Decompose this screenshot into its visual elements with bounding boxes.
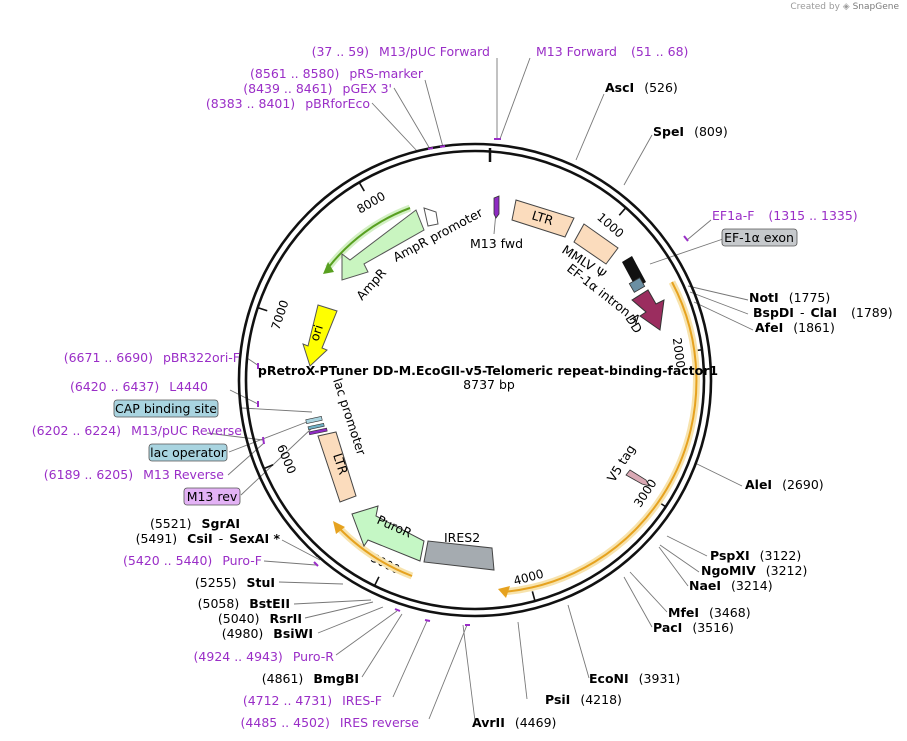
lac-operator-feature[interactable] xyxy=(307,423,325,430)
tick-label: 2000 xyxy=(670,337,688,369)
watermark-brand: SnapGene xyxy=(852,2,899,12)
enzyme-ecoNI[interactable]: EcoNI(3931) xyxy=(589,671,680,686)
orf-halo xyxy=(502,280,700,596)
plasmid-length: 8737 bp xyxy=(463,377,515,392)
m13-rev-feature[interactable] xyxy=(308,427,328,436)
enzyme-psiI[interactable]: PsiI(4218) xyxy=(545,692,622,707)
telomeric-orf-arc xyxy=(502,281,698,593)
snapgene-watermark: Created by ◈ SnapGene xyxy=(790,2,899,12)
enzyme-speI[interactable]: SpeI(809) xyxy=(653,124,728,139)
enzyme-ngoMIV[interactable]: NgoMIV(3212) xyxy=(701,563,807,578)
primer-l4440[interactable]: (6420 .. 6437)L4440 xyxy=(70,379,208,394)
enzyme-naeI[interactable]: NaeI(3214) xyxy=(689,578,773,593)
primer-pbr322ori-f[interactable]: (6671 .. 6690)pBR322ori-F xyxy=(64,350,240,365)
tick-mark xyxy=(618,207,627,216)
m13-fwd-feature[interactable] xyxy=(493,195,500,219)
m13-rev-box[interactable]: M13 rev xyxy=(183,487,241,506)
tick-mark xyxy=(373,576,380,587)
primer-labels: (37 .. 59)M13/pUC Forward M13 Forward(51… xyxy=(32,44,858,730)
puro-orf-arc xyxy=(338,527,413,577)
ef1a-exon-box-label: EF-1α exon xyxy=(724,230,794,245)
primer-m13-puc-forward[interactable]: (37 .. 59)M13/pUC Forward xyxy=(312,44,490,59)
orf-arrowhead-2 xyxy=(333,521,345,534)
backbone-outer-strand xyxy=(237,142,713,618)
primer-prs-marker[interactable]: (8561 .. 8580)pRS-marker xyxy=(250,66,424,81)
enzyme-ascI[interactable]: AscI(526) xyxy=(605,80,678,95)
primer-pbrforeco[interactable]: (8383 .. 8401)pBRforEco xyxy=(206,96,370,111)
cap-site-box-label: CAP binding site xyxy=(115,401,217,416)
ef1a-exon-feature[interactable] xyxy=(628,277,646,293)
ori-feature[interactable] xyxy=(302,304,338,367)
plasmid-name: pRetroX-PTuner DD-M.EcoGII-v5-Telomeric … xyxy=(258,363,718,378)
snapgene-logo-icon: ◈ xyxy=(842,2,850,12)
enzyme-notI[interactable]: NotI(1775) xyxy=(749,290,830,305)
enzyme-pspXI[interactable]: PspXI(3122) xyxy=(710,548,801,563)
puror-feature[interactable] xyxy=(351,505,425,562)
tick-label: 6000 xyxy=(274,442,299,476)
tick-mark xyxy=(263,464,274,470)
tick-label: 8000 xyxy=(354,189,387,217)
tick-label: 7000 xyxy=(269,298,292,331)
enzyme-mfeI[interactable]: MfeI(3468) xyxy=(668,605,751,620)
primer-ef1a-f[interactable]: EF1a-F(1315 .. 1335) xyxy=(712,208,858,223)
ltr-top-label: LTR xyxy=(530,208,555,229)
tick-mark xyxy=(358,182,365,192)
ori-label: ori xyxy=(307,323,326,343)
mmlv-psi-feature[interactable] xyxy=(573,223,619,265)
ltr-top-feature[interactable] xyxy=(511,199,575,238)
cap-site-box[interactable]: CAP binding site xyxy=(113,399,219,418)
enzyme-stuI[interactable]: (5255)StuI xyxy=(195,575,275,590)
primer-ires-f[interactable]: (4712 .. 4731)IRES-F xyxy=(243,693,382,708)
primer-m13-forward[interactable]: M13 Forward(51 .. 68) xyxy=(536,44,688,59)
primer-pgex3[interactable]: (8439 .. 8461)pGEX 3' xyxy=(243,81,392,96)
lac-operator-box[interactable]: lac operator xyxy=(148,443,228,462)
v5-tag-feature[interactable] xyxy=(625,469,650,487)
watermark-prefix: Created by xyxy=(790,2,840,12)
amp-orf-arrowhead xyxy=(323,262,334,274)
dd-feature[interactable] xyxy=(631,289,665,331)
primer-ires-reverse[interactable]: (4485 .. 4502)IRES reverse xyxy=(241,715,420,730)
enzyme-rsrII[interactable]: (5040)RsrII xyxy=(218,611,302,626)
label-leader-lines xyxy=(206,57,754,722)
enzyme-csiI-sexAI[interactable]: (5491)CsiI-SexAI * xyxy=(136,531,281,546)
enzyme-avrII[interactable]: AvrII(4469) xyxy=(472,715,556,730)
ampr-feature[interactable] xyxy=(341,209,425,281)
ef1a-exon-box[interactable]: EF-1α exon xyxy=(721,228,798,247)
cap-site-feature[interactable] xyxy=(305,416,323,424)
ampr-promoter-feature[interactable] xyxy=(423,207,439,227)
enzyme-pacI[interactable]: PacI(3516) xyxy=(653,620,734,635)
amp-orf-arc xyxy=(327,207,411,269)
ires2-feature[interactable] xyxy=(423,540,495,571)
ltr-bottom-feature[interactable] xyxy=(317,431,357,503)
ires2-label: IRES2 xyxy=(444,530,480,545)
tick-mark xyxy=(531,591,536,602)
lac-operator-box-label: lac operator xyxy=(150,445,227,460)
primer-puro-r[interactable]: (4924 .. 4943)Puro-R xyxy=(194,649,335,664)
enzyme-bmgBI[interactable]: (4861)BmgBI xyxy=(262,671,359,686)
enzyme-afeI[interactable]: AfeI(1861) xyxy=(755,320,835,335)
enzyme-aleI[interactable]: AleI(2690) xyxy=(745,477,824,492)
primer-marks xyxy=(257,138,689,626)
m13-fwd-label: M13 fwd xyxy=(470,236,523,251)
primer-m13-puc-reverse[interactable]: (6202 .. 6224)M13/pUC Reverse xyxy=(32,423,243,438)
enzyme-bstEII[interactable]: (5058)BstEII xyxy=(198,596,290,611)
ltr-bottom-label: LTR xyxy=(330,451,351,476)
tick-mark xyxy=(257,306,268,312)
primer-puro-f[interactable]: (5420 .. 5440)Puro-F xyxy=(123,553,262,568)
orf-arrowhead xyxy=(498,586,510,598)
m13-rev-box-label: M13 rev xyxy=(187,489,238,504)
backbone-inner-strand xyxy=(244,149,706,611)
enzyme-bsiWI[interactable]: (4980)BsiWI xyxy=(222,626,313,641)
enzyme-bspDI-claI[interactable]: BspDI-ClaI(1789) xyxy=(753,305,893,320)
primer-m13-reverse[interactable]: (6189 .. 6205)M13 Reverse xyxy=(44,467,224,482)
enzyme-labels: AscI(526) SpeI(809) NotI(1775) BspDI-Cla… xyxy=(136,80,893,730)
enzyme-sgrAI[interactable]: (5521)SgrAI xyxy=(150,516,240,531)
